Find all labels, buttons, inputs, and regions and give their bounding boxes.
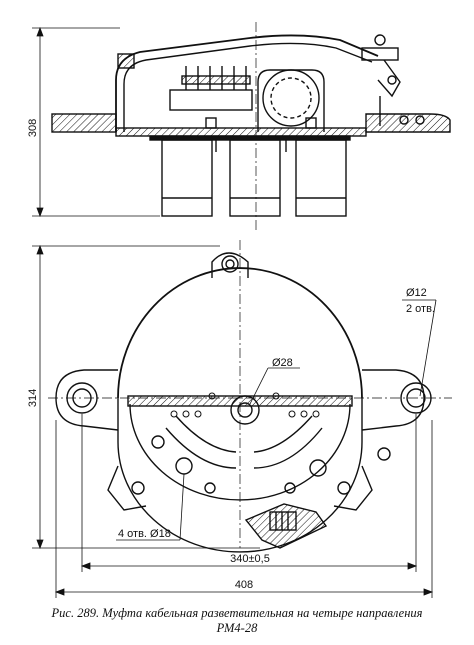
- leader-holes-large: [116, 473, 185, 541]
- dimension-overall-width: [54, 420, 434, 598]
- dim-overall-width: 408: [235, 579, 253, 591]
- dim-mount-spacing: 340±0,5: [230, 553, 270, 565]
- caption-line-2: РМ4-28: [216, 621, 258, 635]
- side-view: [51, 22, 451, 232]
- dimension-mount-spacing: [80, 414, 418, 572]
- leader-hole-small: [402, 299, 437, 397]
- dim-308: 308: [27, 119, 39, 137]
- plan-view: [48, 240, 452, 553]
- dimension-plan-height: [32, 244, 260, 550]
- dim-hole-small-count: 2 отв.: [406, 303, 435, 315]
- dimension-side-height: [32, 26, 160, 218]
- dim-314: 314: [27, 389, 39, 407]
- dim-holes-large: 4 отв. Ø18: [118, 528, 171, 540]
- figure-caption: Рис. 289. Муфта кабельная разветвительна…: [0, 606, 474, 636]
- dim-hole-small: Ø12: [406, 287, 427, 299]
- dim-center-hole: Ø28: [272, 357, 293, 369]
- leader-center-hole: [249, 367, 300, 405]
- technical-drawing: 308: [27, 22, 452, 598]
- caption-line-1: Рис. 289. Муфта кабельная разветвительна…: [51, 606, 423, 620]
